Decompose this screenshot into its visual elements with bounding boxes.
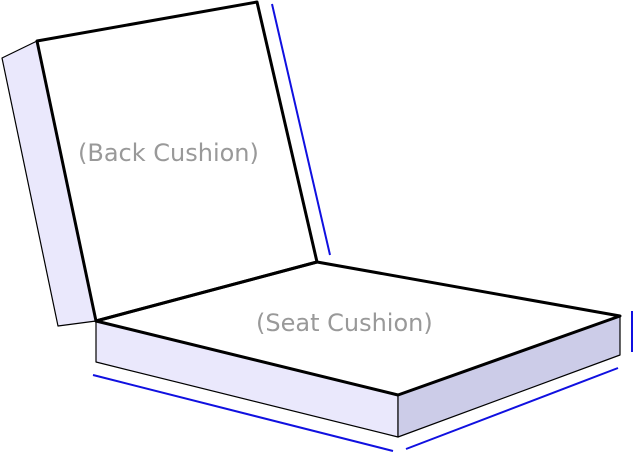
back-height-dimension-line	[271, 3, 331, 256]
seat-cushion-label: (Seat Cushion)	[256, 309, 433, 337]
back-cushion-side-face	[1, 40, 97, 327]
seat-cushion-front-face	[95, 320, 399, 438]
seat-cushion	[94, 260, 622, 438]
seat-width-dimension-line	[405, 367, 619, 450]
back-cushion-label: (Back Cushion)	[78, 139, 259, 167]
seat-cushion-top-face	[94, 260, 622, 397]
seat-depth-dimension-line	[92, 374, 394, 452]
dimension-lines	[92, 3, 633, 452]
